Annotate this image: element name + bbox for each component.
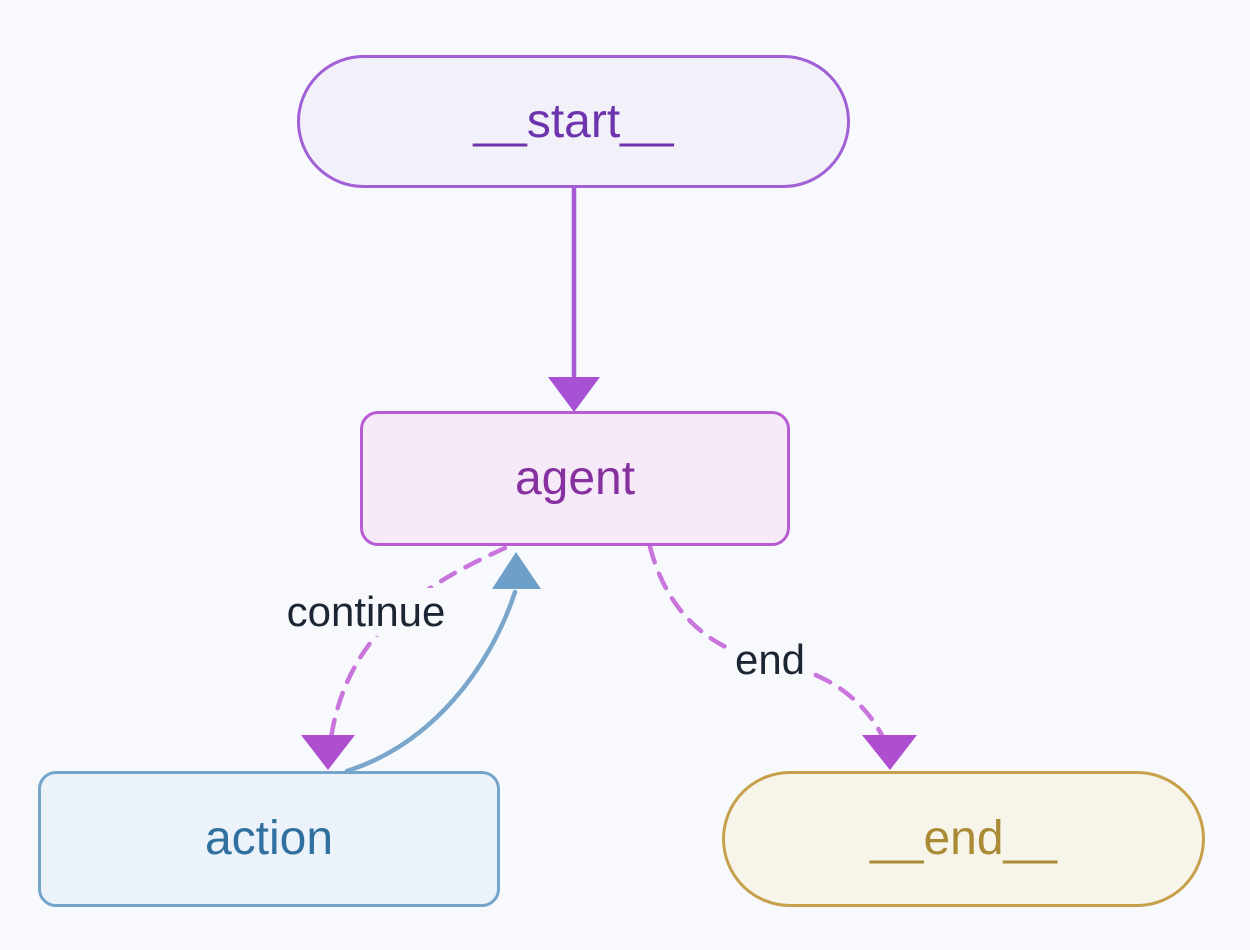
- arrowhead-agent-to-end: [862, 735, 917, 770]
- node-action: action: [38, 771, 500, 907]
- arrowhead-action-to-agent: [492, 552, 541, 589]
- arrowhead-start-to-agent: [548, 377, 600, 412]
- edge-label-continue: continue: [280, 587, 452, 637]
- node-action-label: action: [204, 812, 334, 865]
- node-agent: agent: [360, 411, 790, 546]
- node-start-label: __start__: [473, 94, 674, 148]
- node-agent-label: agent: [514, 451, 636, 505]
- node-end-label: __end__: [870, 812, 1057, 865]
- node-start: __start__: [297, 55, 850, 188]
- node-end: __end__: [722, 771, 1205, 907]
- edge-action-to-agent: [344, 589, 518, 774]
- edge-label-end: end: [728, 635, 812, 685]
- arrowhead-agent-to-action: [301, 735, 355, 770]
- edge-agent-to-action: [328, 545, 508, 741]
